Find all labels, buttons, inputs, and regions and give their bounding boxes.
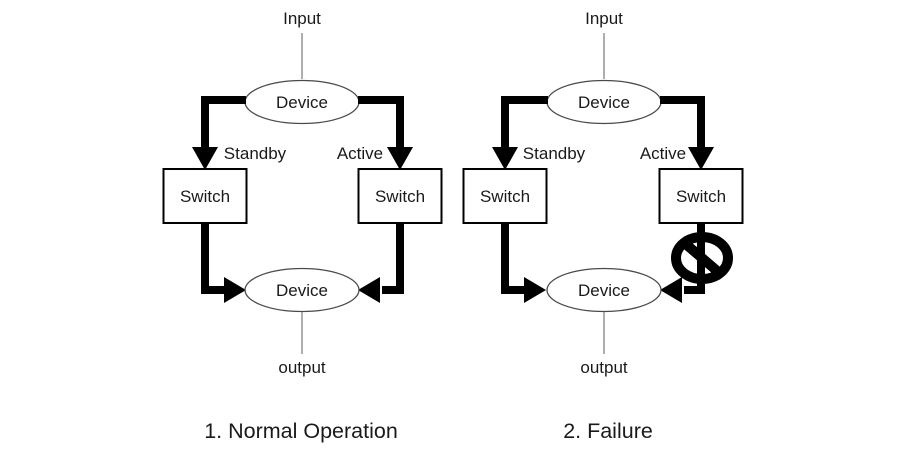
diagram-caption: 2. Failure: [563, 419, 653, 443]
diagram-caption: 1. Normal Operation: [204, 419, 398, 443]
standby-label: Standby: [224, 144, 287, 163]
standby-output-arrowhead-icon: [524, 277, 546, 303]
standby-label: Standby: [523, 144, 586, 163]
output-label: output: [278, 358, 326, 377]
prohibition-icon: [671, 232, 733, 284]
active-arrow-line: [660, 96, 705, 148]
active-label: Active: [337, 144, 383, 163]
active-arrow-line: [358, 96, 404, 148]
output-device-label: Device: [578, 281, 630, 300]
source-device-label: Device: [276, 93, 328, 112]
source-device-label: Device: [578, 93, 630, 112]
active-switch-label: Switch: [676, 187, 726, 206]
diagram-normal-operation: Input Device Standby Active Switch Switc…: [162, 9, 443, 443]
standby-switch-label: Switch: [180, 187, 230, 206]
standby-switch-node: [162, 168, 248, 224]
standby-output-arrowhead-icon: [224, 277, 246, 303]
output-device-label: Device: [276, 281, 328, 300]
active-arrowhead-icon: [688, 147, 714, 170]
active-label: Active: [640, 144, 686, 163]
active-switch-node: [658, 168, 744, 224]
diagram-failure: Input Device Standby Active Switch Switc…: [462, 9, 744, 443]
output-device-node: [546, 267, 662, 313]
failed-output-arrow-line: [684, 223, 705, 294]
standby-arrow-line: [201, 96, 246, 148]
active-arrowhead-icon: [387, 147, 413, 170]
input-label: Input: [585, 9, 623, 28]
failed-output-arrowhead-icon: [660, 277, 682, 303]
standby-output-arrow-line: [501, 223, 526, 294]
output-label: output: [580, 358, 628, 377]
standby-switch-label: Switch: [480, 187, 530, 206]
active-output-arrowhead-icon: [358, 277, 380, 303]
standby-arrowhead-icon: [492, 147, 518, 170]
output-device-node: [244, 267, 360, 313]
standby-arrowhead-icon: [192, 147, 218, 170]
standby-output-arrow-line: [201, 223, 226, 294]
active-output-arrow-line: [382, 223, 404, 294]
standby-arrow-line: [501, 96, 548, 148]
active-switch-label: Switch: [375, 187, 425, 206]
input-label: Input: [283, 9, 321, 28]
